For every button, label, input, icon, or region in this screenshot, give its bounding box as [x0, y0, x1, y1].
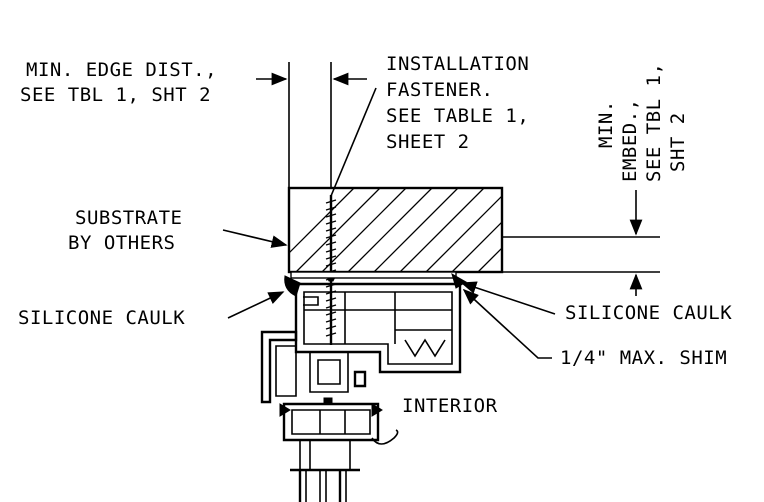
thread-line: [325, 220, 337, 225]
label-min-embed: MIN. EMBED., SEE TBL 1, SHT 2: [595, 51, 689, 182]
thread-line: [325, 255, 337, 260]
thread-line: [325, 227, 337, 232]
hatch-line: [373, 188, 459, 272]
thread-line: [325, 241, 337, 246]
label-silicone-caulk-right: SILICONE CAULK: [565, 302, 732, 324]
label-installation-fastener: INSTALLATION FASTENER. SEE TABLE 1, SHEE…: [386, 53, 541, 153]
label-min-edge-dist: MIN. EDGE DIST., SEE TBL 1, SHT 2: [20, 59, 229, 106]
thread-line: [325, 262, 337, 267]
substrate-hatching: [289, 188, 744, 272]
thread-line: [325, 234, 337, 239]
hatch-line: [347, 188, 433, 272]
embedment-dimension: [460, 190, 660, 296]
thread-line: [325, 304, 337, 309]
drawing-labels: MIN. EDGE DIST., SEE TBL 1, SHT 2 INSTAL…: [18, 51, 732, 417]
thread-line: [325, 199, 337, 204]
installation-fastener: [325, 195, 337, 345]
substrate-block: [287, 186, 744, 274]
label-interior: INTERIOR: [402, 395, 498, 417]
hatch-line: [530, 188, 614, 272]
hatch-line: [425, 195, 502, 272]
hatch-line: [321, 188, 407, 272]
hatch-line: [477, 247, 502, 272]
leader-lines: [222, 87, 556, 359]
hatch-line: [660, 188, 744, 272]
hatch-line: [582, 188, 666, 272]
thread-line: [325, 325, 337, 330]
hatch-line: [295, 188, 381, 272]
edge-distance-dimension: [256, 62, 367, 188]
thread-line: [325, 213, 337, 218]
hatch-line: [289, 188, 355, 254]
label-silicone-caulk-left: SILICONE CAULK: [18, 307, 185, 329]
hatch-line: [608, 188, 692, 272]
thread-line: [325, 311, 337, 316]
label-substrate: SUBSTRATE BY OTHERS: [68, 207, 194, 254]
hatch-line: [556, 188, 640, 272]
thread-line: [325, 206, 337, 211]
thread-line: [325, 248, 337, 253]
hatch-line: [634, 188, 718, 272]
thread-line: [325, 297, 337, 302]
thread-line: [325, 318, 337, 323]
hatch-line: [451, 221, 502, 272]
hatch-line: [399, 188, 485, 272]
hatch-line: [504, 188, 588, 272]
thread-line: [325, 332, 337, 337]
label-max-shim: 1/4" MAX. SHIM: [560, 347, 727, 369]
window-frame-profile: [260, 282, 462, 502]
